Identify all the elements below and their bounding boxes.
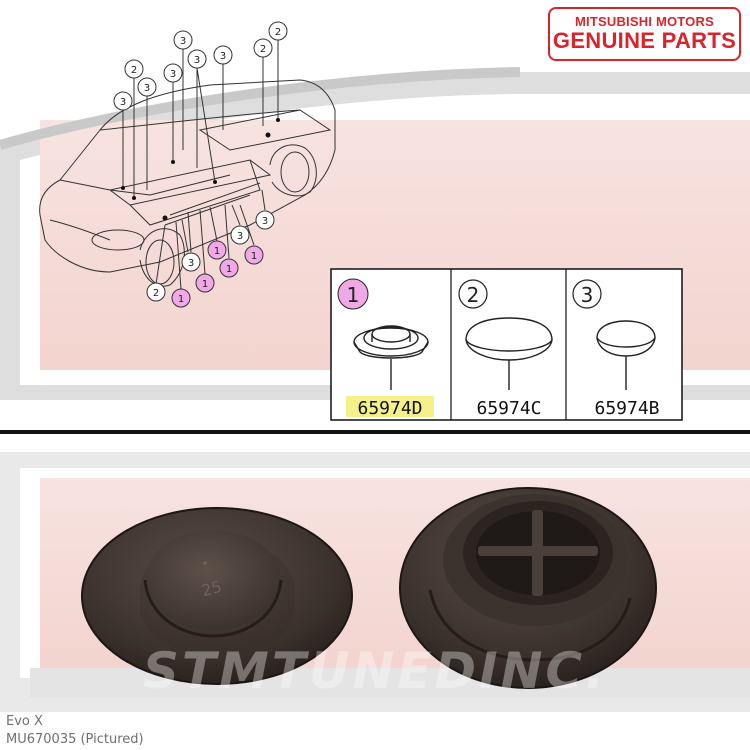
attachment-dots (121, 118, 280, 221)
part-number-1: 65974D (357, 398, 422, 419)
part-callout-3: 3 (581, 283, 594, 307)
part-column-2: 2 65974C (458, 279, 553, 419)
rubber-plug-left: 25 (81, 507, 353, 685)
part-callout-2: 2 (467, 283, 480, 307)
callout-text: 2 (275, 27, 281, 38)
callout-text: 1 (178, 294, 184, 305)
callout-badge: 3 (137, 77, 157, 97)
callout-badge: 3 (113, 91, 133, 111)
plug-cross (478, 510, 598, 596)
callout-text: 1 (214, 246, 220, 257)
callout-text: 2 (131, 65, 137, 76)
part-callout-1: 1 (347, 283, 360, 307)
rubber-plug-right (399, 487, 657, 689)
callout-text: 2 (260, 44, 266, 55)
callout-badge: 2 (146, 282, 166, 302)
callout-text: 3 (170, 69, 176, 80)
part-drawing-65974C (465, 317, 553, 390)
car-diagram (39, 79, 336, 287)
callout-badge: 1 (171, 288, 191, 308)
callout-badge: 3 (173, 30, 193, 50)
callout-text: 3 (188, 258, 194, 269)
leader-lines (122, 40, 279, 290)
callout-badge: 1 (219, 258, 239, 278)
callout-text: 1 (251, 251, 257, 262)
part-drawing-65974D (353, 325, 429, 390)
caption-model: Evo X (6, 714, 43, 729)
callout-badge: 3 (213, 45, 233, 65)
logo-line-2: GENUINE PARTS (552, 28, 737, 53)
callout-text: 1 (226, 264, 232, 275)
callout-badge: 3 (230, 225, 250, 245)
caption-part: MU670035 (Pictured) (6, 732, 144, 747)
callout-badge: 1 (207, 240, 227, 260)
callout-text: 1 (202, 279, 208, 290)
part-column-3: 3 65974B (572, 279, 660, 419)
part-number-2: 65974C (476, 398, 541, 419)
callout-badge: 2 (124, 59, 144, 79)
callout-text: 2 (153, 288, 159, 299)
part-column-1: 1 65974D (337, 278, 434, 419)
plug-marking: 25 (199, 577, 224, 601)
part-number-3: 65974B (594, 398, 659, 419)
parts-table: 1 65974D 2 65974C (330, 268, 683, 421)
callout-badge: 3 (163, 63, 183, 83)
callout-text: 3 (237, 231, 243, 242)
callout-text: 3 (262, 216, 268, 227)
callout-text: 3 (120, 97, 126, 108)
callout-text: 3 (144, 83, 150, 94)
callout-badge: 2 (253, 38, 273, 58)
brand-logo: MITSUBISHI MOTORS GENUINE PARTS (548, 7, 741, 61)
callout-text: 3 (220, 51, 226, 62)
callout-badge: 2 (268, 21, 288, 41)
callout-badge: 3 (187, 49, 207, 69)
watermark: STMTUNEDINC. (143, 642, 607, 700)
diagram-callouts: 3 3 3 3 2 3 3 2 2 3 3 3 2 1 1 1 1 1 (113, 21, 288, 308)
callout-badge: 1 (244, 245, 264, 265)
callout-badge: 1 (195, 273, 215, 293)
callout-badge: 3 (181, 252, 201, 272)
callout-badge: 3 (255, 210, 275, 230)
callout-text: 3 (180, 36, 186, 47)
section-divider (0, 430, 750, 434)
callout-text: 3 (194, 55, 200, 66)
logo-line-1: MITSUBISHI MOTORS (575, 14, 714, 29)
part-drawing-65974B (596, 320, 656, 390)
